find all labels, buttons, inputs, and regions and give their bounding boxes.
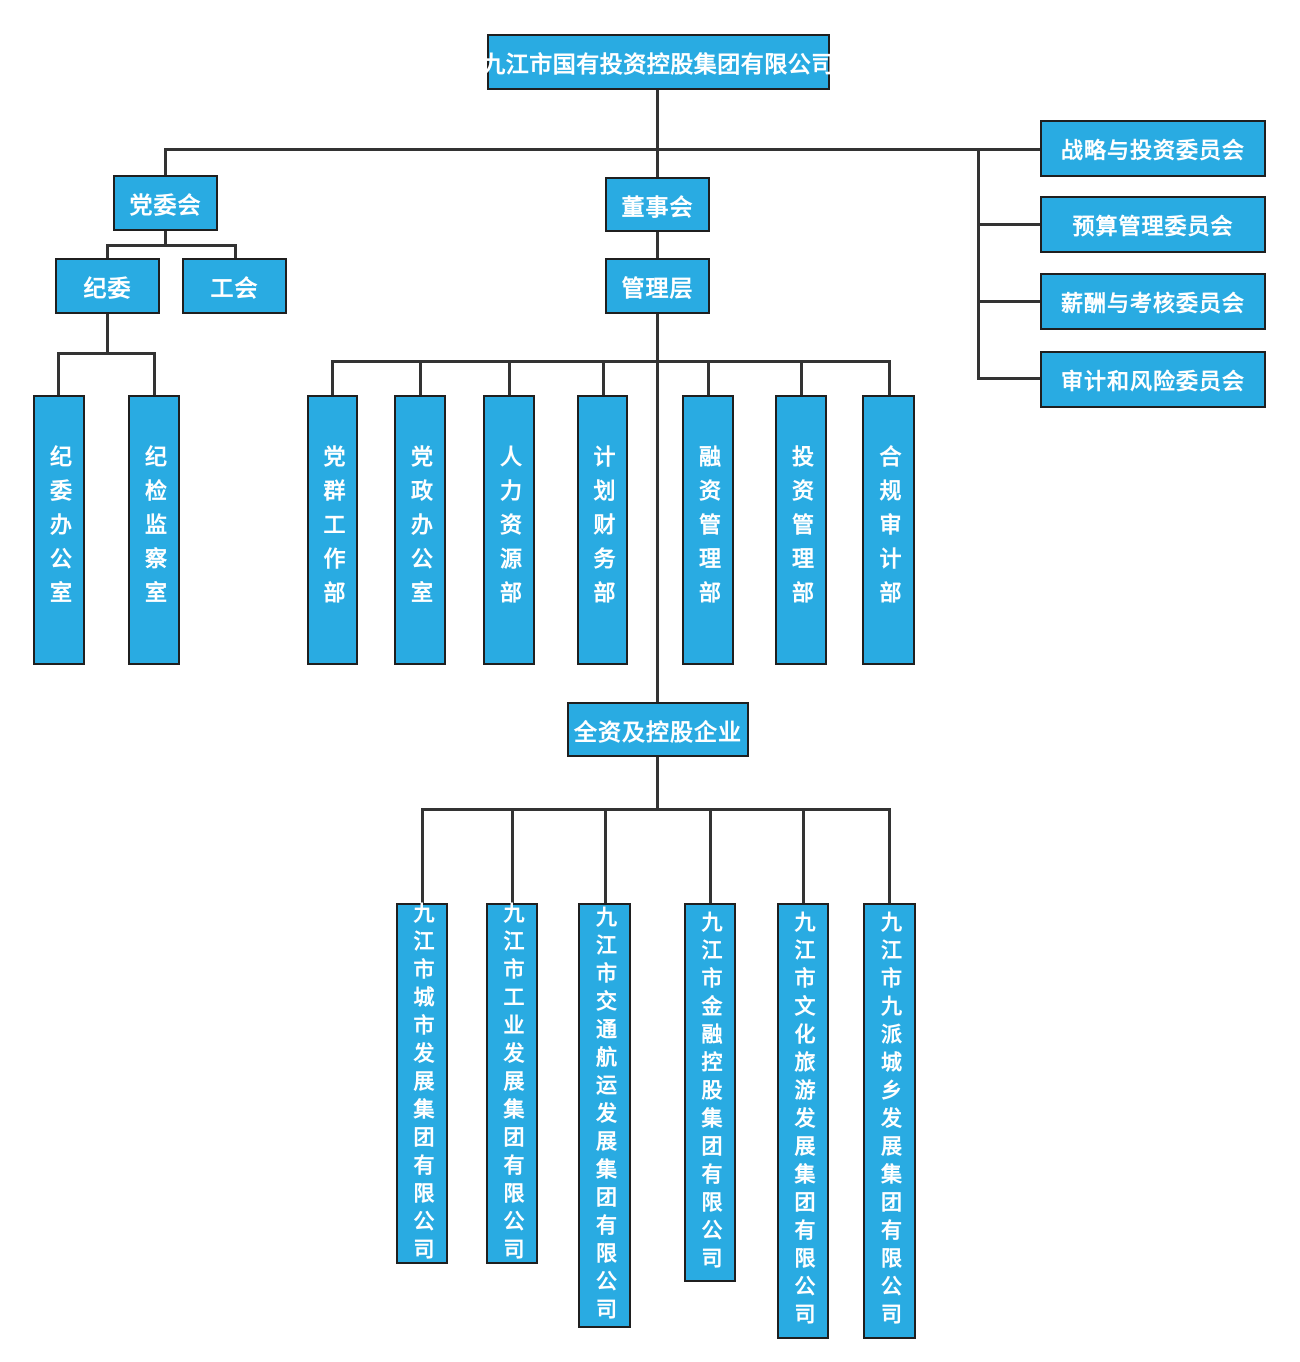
org-box-dept-human-resources: 人力资源部 (483, 395, 535, 665)
connector-committee-spine (977, 148, 980, 379)
org-box-dept-party-masses: 党群工作部 (307, 395, 358, 665)
org-box-discipline-inspection: 纪检监察室 (128, 395, 180, 665)
org-box-management: 管理层 (605, 258, 710, 314)
management-label: 管理层 (621, 275, 694, 301)
connector-management-down (656, 313, 659, 703)
connector-party-top-stub (164, 148, 167, 176)
org-box-company-transport-shipping: 九江市交通航运发展集团有限公司 (578, 903, 631, 1328)
company-industrial-development-label: 九江市工业发展集团有限公司 (501, 901, 524, 1266)
connector-dept7-stub (888, 360, 891, 396)
connector-company5-stub (802, 808, 805, 904)
company-financial-holding-label: 九江市金融控股集团有限公司 (699, 910, 722, 1275)
connector-board-management (656, 231, 659, 259)
subsidiaries-header-label: 全资及控股企业 (574, 718, 742, 745)
connector-jiwei-stub (106, 244, 109, 259)
discipline-inspection-label: 纪检监察室 (142, 445, 167, 615)
org-box-discipline-office: 纪委办公室 (33, 395, 85, 665)
connector-dept-horizontal (331, 360, 891, 363)
org-box-dept-party-admin-office: 党政办公室 (394, 395, 446, 665)
connector-jiwei-inspect-stub (153, 352, 156, 396)
org-box-committee-strategy-investment: 战略与投资委员会 (1040, 120, 1266, 177)
connector-main-horizontal (164, 148, 1042, 151)
org-box-company-financial-holding: 九江市金融控股集团有限公司 (684, 903, 736, 1282)
connector-dept2-stub (419, 360, 422, 396)
connector-jiwei-horizontal (57, 352, 156, 355)
company-urban-development-label: 九江市城市发展集团有限公司 (411, 901, 434, 1266)
committee-remuneration-assessment-label: 薪酬与考核委员会 (1060, 290, 1245, 316)
org-box-party-committee: 党委会 (113, 175, 218, 231)
connector-company-horizontal (421, 808, 891, 811)
discipline-office-label: 纪委办公室 (47, 445, 72, 615)
dept-compliance-audit-label: 合规审计部 (876, 445, 902, 615)
company-culture-tourism-label: 九江市文化旅游发展集团有限公司 (792, 911, 815, 1331)
connector-dept6-stub (800, 360, 803, 396)
connector-dept1-stub (331, 360, 334, 396)
org-box-dept-compliance-audit: 合规审计部 (862, 395, 915, 665)
org-box-company-urban-development: 九江市城市发展集团有限公司 (396, 901, 448, 1266)
org-box-labor-union: 工会 (182, 258, 287, 314)
connector-committee4-stub (977, 377, 1041, 380)
connector-committee2-stub (977, 223, 1041, 226)
org-box-committee-budget-management: 预算管理委员会 (1040, 196, 1266, 253)
dept-planning-finance-label: 计划财务部 (590, 445, 616, 615)
org-box-company-culture-tourism: 九江市文化旅游发展集团有限公司 (777, 903, 829, 1339)
org-box-dept-planning-finance: 计划财务部 (577, 395, 628, 665)
discipline-committee-label: 纪委 (83, 275, 132, 301)
org-box-dept-investment-management: 投资管理部 (775, 395, 827, 665)
board-label: 董事会 (621, 193, 694, 220)
org-box-company-industrial-development: 九江市工业发展集团有限公司 (486, 901, 538, 1266)
org-box-root: 九江市国有投资控股集团有限公司 (482, 34, 834, 90)
connector-dept4-stub (602, 360, 605, 396)
dept-investment-management-label: 投资管理部 (789, 445, 814, 615)
org-box-discipline-committee: 纪委 (55, 258, 160, 314)
labor-union-label: 工会 (210, 275, 259, 301)
company-transport-shipping-label: 九江市交通航运发展集团有限公司 (593, 905, 617, 1326)
connector-subsidiaries-down (656, 757, 659, 809)
committee-audit-risk-label: 审计和风险委员会 (1060, 368, 1245, 394)
org-box-root-label: 九江市国有投资控股集团有限公司 (482, 51, 835, 77)
dept-financing-management-label: 融资管理部 (696, 445, 721, 615)
connector-company6-stub (888, 808, 891, 904)
dept-party-masses-label: 党群工作部 (320, 445, 346, 615)
org-box-board: 董事会 (605, 177, 710, 232)
org-box-dept-financing-management: 融资管理部 (682, 395, 734, 665)
connector-party-horizontal (106, 244, 237, 247)
connector-dept3-stub (508, 360, 511, 396)
company-jiupai-urban-rural-label: 九江市九派城乡发展集团有限公司 (878, 911, 902, 1331)
committee-strategy-investment-label: 战略与投资委员会 (1060, 137, 1245, 163)
party-committee-label: 党委会 (129, 192, 202, 218)
connector-jiwei-down (106, 313, 109, 354)
connector-company2-stub (511, 808, 514, 904)
connector-party-down (164, 231, 167, 246)
org-box-subsidiaries-header: 全资及控股企业 (567, 702, 749, 757)
connector-jiwei-office-stub (57, 352, 60, 396)
connector-company4-stub (709, 808, 712, 904)
connector-committee3-stub (977, 300, 1041, 303)
org-box-committee-audit-risk: 审计和风险委员会 (1040, 351, 1266, 408)
connector-root-down (656, 89, 659, 178)
dept-party-admin-office-label: 党政办公室 (408, 445, 433, 615)
connector-company1-stub (421, 808, 424, 904)
dept-human-resources-label: 人力资源部 (497, 445, 522, 615)
committee-budget-management-label: 预算管理委员会 (1072, 213, 1234, 239)
org-box-company-jiupai-urban-rural: 九江市九派城乡发展集团有限公司 (863, 903, 916, 1339)
org-box-committee-remuneration-assessment: 薪酬与考核委员会 (1040, 273, 1266, 330)
connector-union-stub (234, 244, 237, 259)
connector-company3-stub (604, 808, 607, 904)
connector-dept5-stub (707, 360, 710, 396)
